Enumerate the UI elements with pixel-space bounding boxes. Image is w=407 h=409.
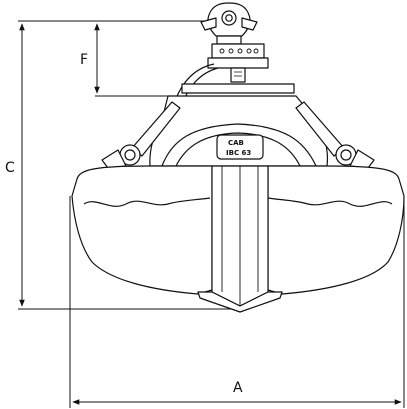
dimension-label-c: C [5,160,15,176]
left-pivot-pin [124,149,136,161]
plate-brand: CAB [228,139,244,147]
mounting-plate [181,83,295,94]
dimension-a [69,196,405,408]
right-shell [267,165,405,295]
dimension-label-f: F [80,52,88,68]
cutting-edge [197,291,283,313]
right-pivot-pin [340,149,352,161]
right-shell-rim [267,197,393,207]
plate-model: IBC 63 [226,149,251,157]
left-shell [71,165,213,295]
dimension-label-a: A [233,380,243,396]
grab-machine [71,2,405,313]
dimension-f [94,23,182,97]
dimension-c [18,20,235,310]
name-plate [216,134,264,160]
rotator-head [200,2,269,83]
housing-arch [161,123,317,167]
left-shell-rim [83,197,211,207]
housing-inner-arch [175,132,301,167]
